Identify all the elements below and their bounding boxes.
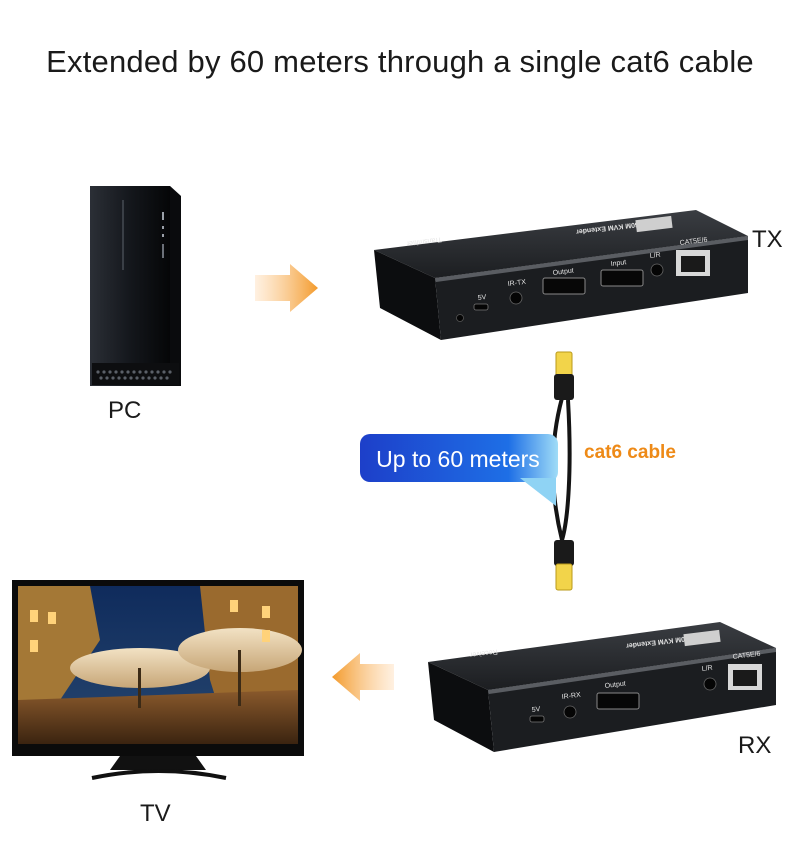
tv-monitor bbox=[12, 580, 304, 778]
arrow-left-icon bbox=[332, 653, 394, 701]
distance-bubble-text: Up to 60 meters bbox=[360, 436, 556, 482]
rx-device: 5V IR-RX Output L/R CAT5E/6 60M KVM Exte… bbox=[428, 622, 776, 752]
cable-label: cat6 cable bbox=[584, 442, 676, 464]
tx-device: 5V IR-TX Output Input L/R CAT5E/6 60M KV… bbox=[374, 210, 748, 340]
tx-label: TX bbox=[752, 226, 783, 254]
svg-text:5V: 5V bbox=[477, 294, 487, 302]
rx-label: RX bbox=[738, 732, 771, 760]
svg-text:L/R: L/R bbox=[701, 665, 713, 673]
svg-text:5V: 5V bbox=[531, 706, 541, 714]
pc-label: PC bbox=[108, 397, 141, 425]
tv-label: TV bbox=[140, 800, 171, 828]
headline: Extended by 60 meters through a single c… bbox=[0, 44, 800, 80]
svg-text:L/R: L/R bbox=[649, 252, 661, 260]
pc-tower bbox=[90, 186, 181, 386]
arrow-right-icon bbox=[255, 264, 318, 312]
